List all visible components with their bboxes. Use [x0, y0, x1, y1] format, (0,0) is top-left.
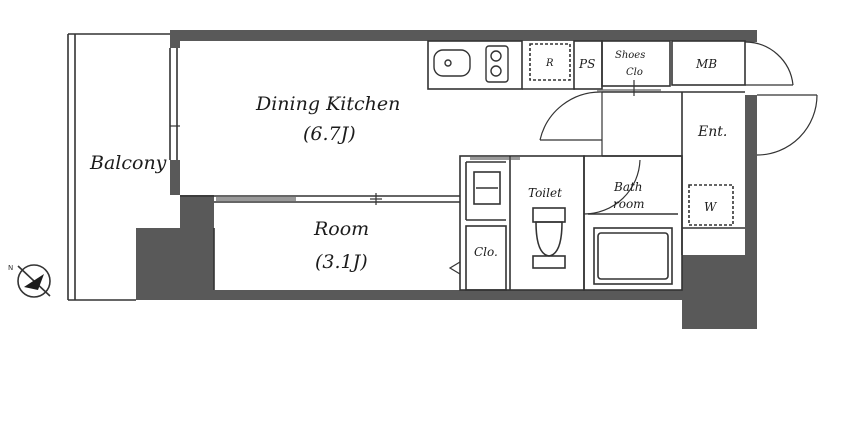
toilet-label: Toilet	[528, 186, 562, 200]
bath-label-line1: Bath	[613, 180, 643, 194]
sliding-doors	[216, 89, 661, 201]
balcony-label: Balcony	[89, 152, 167, 174]
walls	[136, 30, 757, 329]
doors	[448, 41, 818, 275]
room-label: Room	[313, 218, 369, 240]
kitchen-fixtures	[433, 45, 509, 83]
mb-label: MB	[695, 57, 717, 71]
dining-kitchen-size: (6.7J)	[303, 123, 356, 145]
entrance-label: Ent.	[697, 124, 727, 140]
closet-label: Clo.	[474, 245, 498, 259]
dining-kitchen-label: Dining Kitchen	[255, 93, 400, 115]
washer-label: W	[704, 200, 718, 214]
room-size: (3.1J)	[315, 251, 368, 273]
ps-label: PS	[578, 57, 595, 71]
shoes-label-line2: Clo	[626, 67, 643, 78]
interior-walls	[67, 33, 746, 301]
refrigerator-label: R	[545, 58, 554, 69]
shoes-label-line1: Shoes	[615, 50, 645, 61]
compass-north-label: N	[8, 264, 13, 272]
bath-label-line2: room	[613, 197, 645, 211]
compass-icon: N	[8, 264, 51, 298]
cross-markers	[170, 80, 635, 205]
